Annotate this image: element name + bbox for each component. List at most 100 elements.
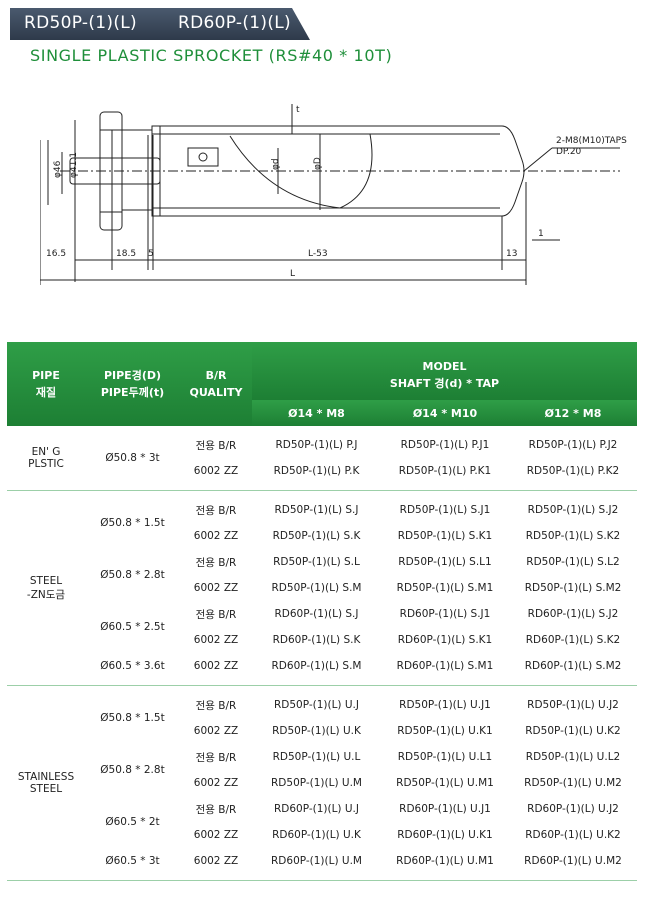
cell-model-m1: RD50P-(1)(L) U.K [272,725,361,737]
group-spacer-row [7,490,638,497]
col-header-model: MODEL SHAFT 경(d) * TAP [252,342,638,400]
material-line: PLSTIC [28,458,64,470]
cell-model-m3: RD60P-(1)(L) U.M2 [524,855,622,867]
technical-drawing: φ46 φ41.1 φd φD t 16.5 18.5 5 L-53 13 1 … [40,104,627,285]
dim-1: 1 [538,229,544,239]
cell-model-m1: RD50P-(1)(L) S.L [273,556,360,568]
cell-model-m1: RD50P-(1)(L) P.J [275,439,358,451]
cell-pipe-dimension: Ø50.8 * 2.8t [100,764,165,776]
dim-L: L [290,269,295,279]
cell-br-quality: 전용 B/R [195,751,237,764]
table-row: 6002 ZZ RD50P-(1)(L) U.M RD50P-(1)(L) U.M1… [7,770,637,796]
cell-model-m2: RD50P-(1)(L) U.M1 [396,777,494,789]
cell-model-m2: RD60P-(1)(L) S.K1 [397,634,493,646]
cell-model-m2: RD50P-(1)(L) S.K1 [397,530,493,542]
cell-model-m2: RD50P-(1)(L) S.L1 [398,556,492,568]
cell-br-quality: 전용 B/R [195,699,237,712]
cell-model-m1: RD50P-(1)(L) S.M [271,582,362,594]
col-header-pipe-material: PIPE 재질 [7,342,85,426]
col-header-shaft-3: Ø12 * M8 [509,400,638,426]
material-line: -ZN도금 [26,588,66,601]
cell-br-quality: 6002 ZZ [193,855,239,867]
cell-model-m2: RD50P-(1)(L) U.L1 [397,751,493,763]
cell-model-m3: RD60P-(1)(L) S.M2 [524,660,622,672]
header-text: 재질 [35,386,57,399]
spacer-cell [7,874,638,881]
cell-br-quality: 6002 ZZ [193,725,239,737]
table-row: Ø60.5 * 2.5t 전용 B/R RD60P-(1)(L) S.J RD60P-… [7,601,637,633]
cell-model-m3: RD60P-(1)(L) U.J2 [527,803,619,815]
cell-model-m3: RD50P-(1)(L) U.L2 [525,751,621,763]
cell-model-m1: RD60P-(1)(L) S.M [271,660,362,672]
cell-model-m3: RD50P-(1)(L) S.J2 [527,504,619,516]
dim-16-5: 16.5 [46,249,66,259]
cell-model-m1: RD50P-(1)(L) U.M [271,777,362,789]
cell-model-m3: RD50P-(1)(L) S.K2 [525,530,621,542]
cell-model-m1: RD50P-(1)(L) U.J [273,699,359,711]
dim-5: 5 [148,249,154,259]
cell-br-quality: 전용 B/R [195,608,237,621]
col-header-pipe-dimension: PIPE경(D) PIPE두께(t) [85,342,180,426]
col-header-br-quality: B/R QUALITY [180,342,252,426]
cell-br-quality: 6002 ZZ [193,777,239,789]
tap-note-2: DP.20 [556,147,582,157]
cell-model-m3: RD50P-(1)(L) P.K2 [526,465,620,477]
header-text: MODEL [422,360,467,373]
cell-model-m1: RD60P-(1)(L) U.M [271,855,362,867]
cell-model-m3: RD50P-(1)(L) U.K2 [525,725,621,737]
cell-model-m3: RD60P-(1)(L) S.J2 [527,608,619,620]
cell-model-m2: RD50P-(1)(L) U.K1 [397,725,493,737]
subtitle: SINGLE PLASTIC SPROCKET (RS#40 * 10T) [30,46,393,65]
dim-phi-d: φd [271,158,281,170]
cell-model-m2: RD60P-(1)(L) S.J1 [399,608,491,620]
group-spacer-row [7,874,638,881]
cell-model-m2: RD50P-(1)(L) U.J1 [399,699,491,711]
title-model-rd60p: RD60P-(1)(L) [178,13,291,33]
cell-model-m1: RD50P-(1)(L) S.J [274,504,359,516]
cell-pipe-dimension: Ø60.5 * 3.6t [100,660,165,672]
spacer-cell [7,490,638,497]
cell-model-m3: RD60P-(1)(L) U.K2 [525,829,621,841]
cell-model-m2: RD50P-(1)(L) P.J1 [400,439,490,451]
cell-model-m1: RD50P-(1)(L) S.K [272,530,361,542]
dim-t: t [296,105,300,115]
cell-pipe-material: STEEL-ZN도금 [7,497,85,679]
cell-model-m2: RD60P-(1)(L) U.M1 [396,855,494,867]
cell-model-m1: RD60P-(1)(L) S.J [274,608,359,620]
cell-model-m3: RD50P-(1)(L) S.M2 [524,582,622,594]
material-line: STEEL [29,574,63,587]
cell-model-m1: RD60P-(1)(L) U.J [273,803,359,815]
cell-model-m2: RD50P-(1)(L) P.K1 [398,465,492,477]
title-model-rd50p: RD50P-(1)(L) [24,13,137,33]
tap-note-1: 2-M8(M10)TAPS [556,136,627,146]
cell-br-quality: 6002 ZZ [193,634,239,646]
header-text: PIPE두께(t) [100,386,165,399]
dim-13: 13 [506,249,517,259]
cell-model-m3: RD60P-(1)(L) S.K2 [525,634,621,646]
header-text: SHAFT 경(d) * TAP [389,377,500,390]
cell-pipe-dimension: Ø50.8 * 2.8t [100,569,165,581]
cell-model-m1: RD50P-(1)(L) P.K [273,465,360,477]
cell-pipe-dimension: Ø60.5 * 3t [105,855,160,867]
table-row: 6002 ZZ RD50P-(1)(L) S.K RD50P-(1)(L) S.K1… [7,523,637,549]
header-text: QUALITY [189,386,243,399]
cell-model-m3: RD50P-(1)(L) S.L2 [526,556,620,568]
cell-pipe-dimension: Ø50.8 * 3t [105,452,160,464]
dim-L-53: L-53 [308,249,328,259]
dim-phi41: φ41.1 [69,152,79,178]
table-subheader-row: Ø14 * M8 Ø14 * M10 Ø12 * M8 [7,400,638,426]
cell-br-quality: 6002 ZZ [193,530,239,542]
header-text: PIPE [32,369,60,382]
cell-model-m2: RD60P-(1)(L) S.M1 [396,660,494,672]
cell-pipe-dimension: Ø60.5 * 2.5t [100,621,165,633]
spacer-cell [7,685,638,692]
